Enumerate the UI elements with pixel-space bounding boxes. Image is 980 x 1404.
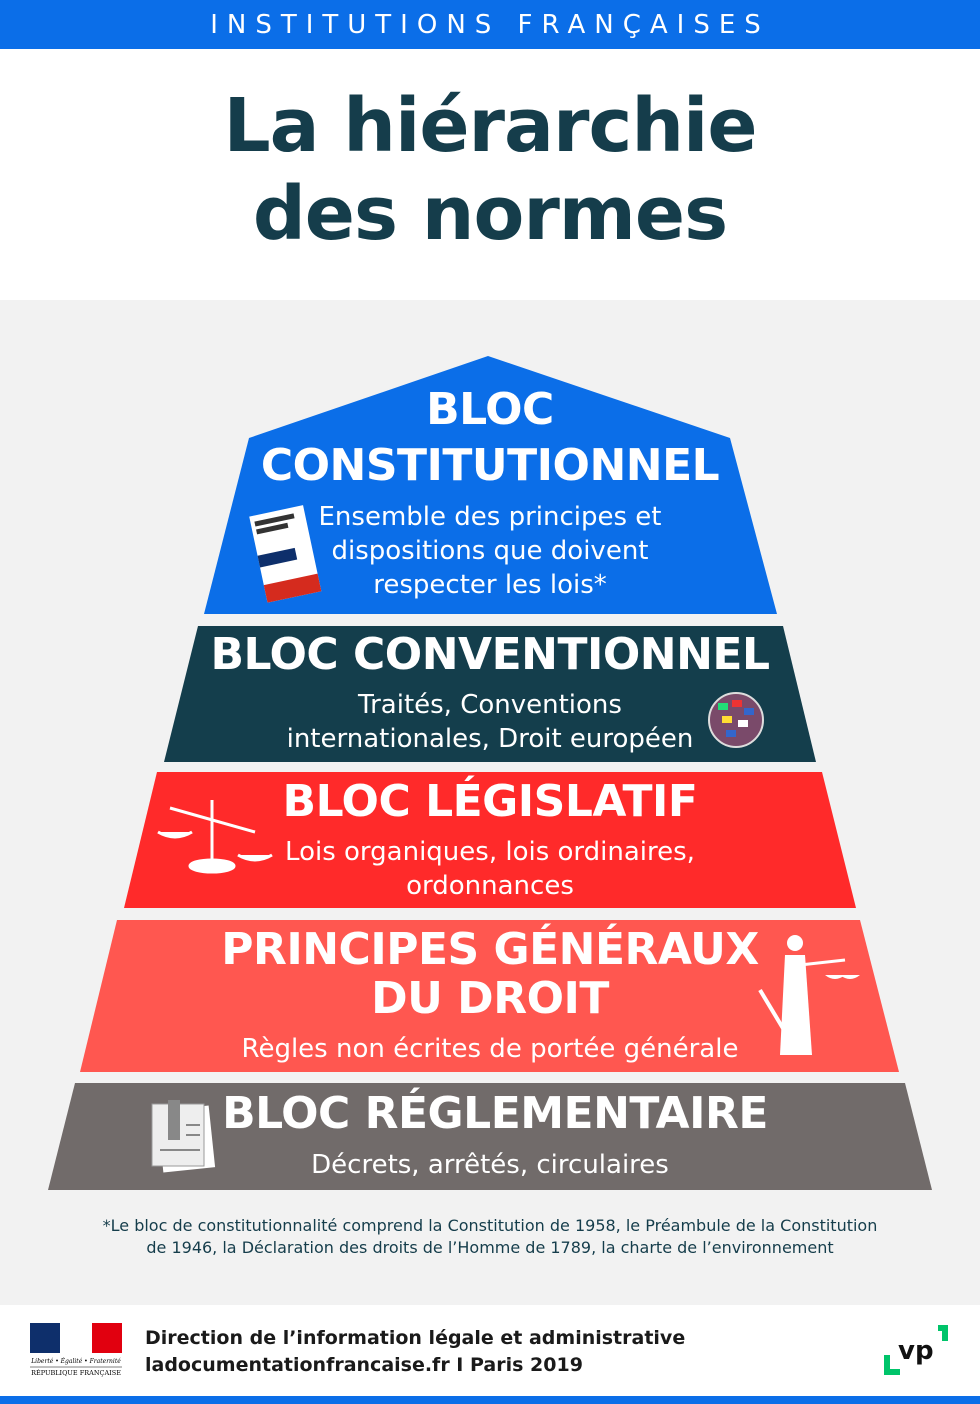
tier-constitutionnel — [204, 356, 777, 614]
tier1-desc-1: Ensemble des principes et — [318, 502, 662, 532]
tier1-title-line1: BLOC — [426, 384, 554, 435]
header — [0, 49, 980, 300]
tier-conventionnel — [164, 626, 816, 762]
tier4-title-line2: DU DROIT — [371, 973, 609, 1024]
tier1-desc-2: dispositions que doivent — [331, 536, 649, 566]
footnote: *Le bloc de constitutionnalité comprend … — [0, 1215, 980, 1259]
footer-line1: Direction de l’information légale et adm… — [145, 1327, 686, 1349]
globe-flags-icon — [708, 692, 764, 748]
tier2-title: BLOC CONVENTIONNEL — [210, 629, 770, 680]
kicker-bar: INSTITUTIONS FRANÇAISES — [0, 0, 980, 49]
tier-legislatif — [124, 772, 856, 908]
logo-motto: Liberté • Égalité • Fraternité — [30, 1357, 121, 1365]
footer-text: Direction de l’information légale et adm… — [145, 1325, 685, 1379]
vp-logo-text: vp — [898, 1336, 934, 1366]
footnote-line2: de 1946, la Déclaration des droits de l’… — [146, 1238, 834, 1257]
tier-reglementaire — [48, 1083, 932, 1190]
tier3-desc-2: ordonnances — [406, 871, 574, 901]
page-title-line2: des normes — [252, 171, 728, 257]
vp-logo: vp — [884, 1325, 948, 1375]
tier4-title-line1: PRINCIPES GÉNÉRAUX — [221, 924, 759, 975]
tier2-desc-2: internationales, Droit européen — [286, 724, 694, 754]
scales-icon — [157, 800, 273, 874]
document-icon — [151, 1100, 216, 1173]
tier1-desc-3: respecter les lois* — [373, 570, 607, 600]
kicker: INSTITUTIONS FRANÇAISES — [210, 10, 770, 40]
logo-name: RÉPUBLIQUE FRANÇAISE — [31, 1368, 121, 1377]
tier3-desc-1: Lois organiques, lois ordinaires, — [285, 837, 695, 867]
page-title-line1: La hiérarchie — [223, 83, 757, 169]
tier5-title: BLOC RÉGLEMENTAIRE — [222, 1088, 768, 1139]
tier2-desc-1: Traités, Conventions — [358, 690, 622, 720]
tier-principes — [80, 920, 899, 1072]
lady-justice-icon — [758, 935, 860, 1055]
footer — [0, 1305, 980, 1396]
footnote-line1: *Le bloc de constitutionnalité comprend … — [102, 1216, 878, 1235]
footer-line2: ladocumentationfrancaise.fr I Paris 2019 — [145, 1354, 583, 1376]
tier3-title: BLOC LÉGISLATIF — [282, 776, 698, 827]
constitution-book-icon — [249, 505, 322, 603]
tier4-desc-1: Règles non écrites de portée générale — [241, 1034, 739, 1064]
tier1-title-line2: CONSTITUTIONNEL — [260, 440, 720, 491]
republique-francaise-logo: Liberté • Égalité • Fraternité RÉPUBLIQU… — [30, 1323, 122, 1377]
bottom-bar — [0, 1396, 980, 1404]
tier5-desc-1: Décrets, arrêtés, circulaires — [311, 1150, 669, 1180]
